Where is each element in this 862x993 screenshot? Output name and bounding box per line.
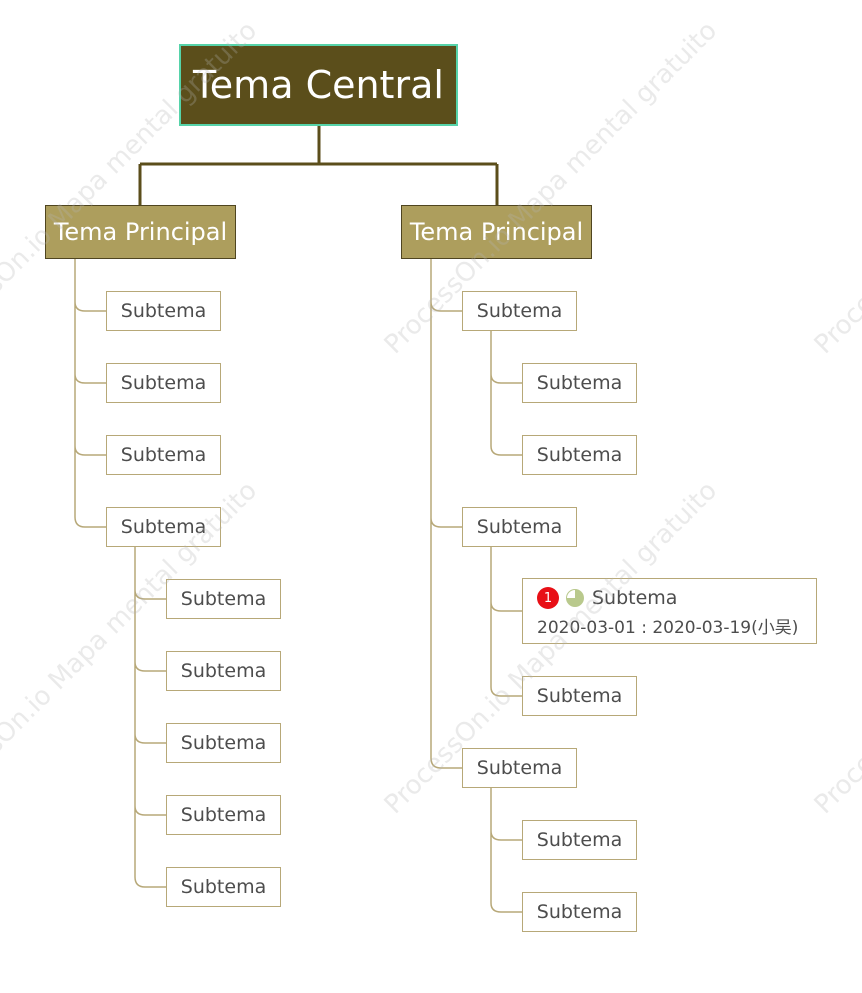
subtopic-left-4-2[interactable]: Subtema	[166, 651, 281, 691]
subtopic-left-4[interactable]: Subtema	[106, 507, 221, 547]
subtopic-left-4-5[interactable]: Subtema	[166, 867, 281, 907]
subtopic-right-1[interactable]: Subtema	[462, 291, 577, 331]
task-date-range: 2020-03-01 : 2020-03-19(小吴)	[537, 618, 799, 638]
subtopic-right-2-1[interactable]: 1 Subtema 2020-03-01 : 2020-03-19(小吴)	[522, 578, 817, 644]
subtopic-right-1-1[interactable]: Subtema	[522, 363, 637, 403]
connector-right-sub2	[490, 547, 522, 697]
subtopic-right-3-2[interactable]: Subtema	[522, 892, 637, 932]
subtopic-detail-header: 1 Subtema	[537, 586, 816, 610]
progress-pie-icon	[566, 589, 584, 607]
subtopic-left-4-4[interactable]: Subtema	[166, 795, 281, 835]
subtopic-right-2[interactable]: Subtema	[462, 507, 577, 547]
connector-right-sub3	[490, 788, 522, 913]
subtopic-left-1[interactable]: Subtema	[106, 291, 221, 331]
subtopic-right-3[interactable]: Subtema	[462, 748, 577, 788]
connector-right-sub1	[490, 331, 522, 456]
subtopic-left-2[interactable]: Subtema	[106, 363, 221, 403]
main-topic-left[interactable]: Tema Principal	[45, 205, 236, 259]
subtopic-left-3[interactable]: Subtema	[106, 435, 221, 475]
central-topic[interactable]: Tema Central	[179, 44, 458, 126]
connector-right-main	[430, 259, 462, 769]
connector-left-sub4	[134, 547, 166, 888]
connector-central	[138, 126, 499, 205]
main-topic-right[interactable]: Tema Principal	[401, 205, 592, 259]
priority-badge-icon: 1	[537, 587, 559, 609]
subtopic-left-4-1[interactable]: Subtema	[166, 579, 281, 619]
connector-left-main	[74, 259, 106, 528]
subtopic-left-4-3[interactable]: Subtema	[166, 723, 281, 763]
subtopic-detail-label: Subtema	[592, 587, 678, 609]
subtopic-right-1-2[interactable]: Subtema	[522, 435, 637, 475]
subtopic-right-3-1[interactable]: Subtema	[522, 820, 637, 860]
subtopic-right-2-2[interactable]: Subtema	[522, 676, 637, 716]
